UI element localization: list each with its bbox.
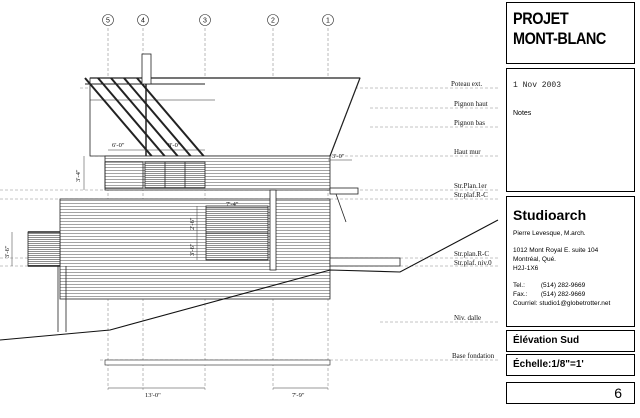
sheet-number: 6 xyxy=(614,385,622,401)
dim-7-9: 7'-9" xyxy=(292,392,305,399)
level-niv-dalle: Niv. dalle xyxy=(454,314,481,322)
notes-label: Notes xyxy=(513,110,532,117)
scale: Échelle:1/8"=1' xyxy=(513,359,584,370)
main-floor xyxy=(27,189,401,332)
address-line-2: Montréal, Qué. xyxy=(513,256,556,263)
architect-name: Pierre Levesque, M.arch. xyxy=(513,230,586,237)
level-pignon-haut: Pignon haut xyxy=(454,100,488,108)
terrain xyxy=(0,219,499,341)
level-str-plan-1er: Str.Plan.1er xyxy=(454,182,487,190)
level-pignon-bas: Pignon bas xyxy=(454,119,485,127)
level-str-plan-rc: Str.plan.R-C xyxy=(454,250,489,258)
elevation-drawing: 5 4 3 2 1 Poteau ext. Pignon haut Pignon… xyxy=(0,14,499,399)
postal-code: H2J-1X6 xyxy=(513,265,539,272)
dim-7-4: 7'-4" xyxy=(226,201,239,208)
grid-number-3: 3 xyxy=(203,18,207,25)
dim-6-0: 6'-0" xyxy=(112,142,125,149)
tel-label: Tel.: xyxy=(513,282,525,289)
date: 1 Nov 2003 xyxy=(513,81,562,90)
dim-3-0: 3'-0" xyxy=(332,153,345,160)
tel-value: (514) 282-9669 xyxy=(540,282,586,289)
fax-label: Fax.: xyxy=(513,291,528,298)
grid-bubbles xyxy=(102,14,334,26)
dim-13-0: 13'-0" xyxy=(145,392,161,399)
firm-box: Studioarch Pierre Levesque, M.arch. 1012… xyxy=(506,196,635,327)
dim-3-6b: 3'-6" xyxy=(189,243,196,256)
dim-2-6: 2'-6" xyxy=(189,217,196,230)
address-line-1: 1012 Mont Royal E. suite 104 xyxy=(513,247,599,254)
grid-number-4: 4 xyxy=(141,18,145,25)
sheet-number-box: 6 xyxy=(506,382,635,404)
dim-3-6: 3'-6" xyxy=(4,245,11,258)
foundation xyxy=(104,359,331,366)
scale-box: Échelle:1/8"=1' xyxy=(506,354,635,376)
notes-box: 1 Nov 2003 Notes xyxy=(506,68,635,192)
level-base-fondation: Base fondation xyxy=(452,352,495,360)
project-line-1: PROJET xyxy=(513,9,569,28)
drawing-title-box: Élévation Sud xyxy=(506,330,635,352)
dim-3-4: 3'-4" xyxy=(75,169,82,182)
project-box: PROJET MONT-BLANC xyxy=(506,2,635,64)
firm-name: Studioarch xyxy=(513,207,587,223)
roof xyxy=(84,77,361,161)
level-str-plaf-niv0: Str.plaf. niv.0 xyxy=(454,259,492,267)
chimney xyxy=(141,53,152,85)
level-poteaux: Poteau ext. xyxy=(451,80,482,88)
level-haut-mur: Haut mur xyxy=(454,148,481,156)
title-block: PROJET MONT-BLANC 1 Nov 2003 Notes Studi… xyxy=(506,2,637,415)
dimension-lines xyxy=(11,149,352,389)
email-value: studio1@globetrotter.net xyxy=(539,300,611,307)
fax-value: (514) 282-9669 xyxy=(540,291,586,298)
level-str-plaf-rc: Str.plaf.R-C xyxy=(454,191,488,199)
dim-8-0: 8'-0" xyxy=(168,142,181,149)
upper-floor xyxy=(104,155,359,223)
grid-number-5: 5 xyxy=(106,18,110,25)
grid-number-2: 2 xyxy=(271,18,275,25)
drawing-title: Élévation Sud xyxy=(513,335,580,346)
grid-number-1: 1 xyxy=(326,18,330,25)
email-label: Courriel: xyxy=(513,300,538,307)
project-line-2: MONT-BLANC xyxy=(513,29,606,48)
